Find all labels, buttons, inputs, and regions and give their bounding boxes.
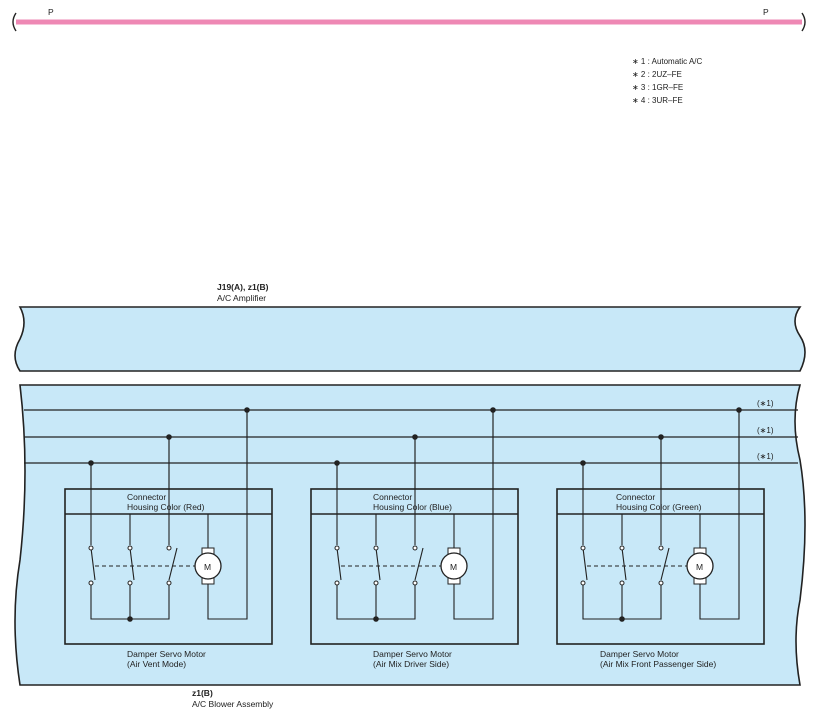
note-item: ∗ 4 : 3UR–FE [632,96,683,105]
switch-contact [373,545,379,551]
switch-contact [373,580,379,586]
servo-motor-air-vent: Connector Housing Color (Red) M Damper S… [64,407,273,669]
switch-contact [412,545,418,551]
motor-name-line2: (Air Mix Driver Side) [373,659,449,669]
switch-contact [580,545,586,551]
switch-contact [658,545,664,551]
housing-label-line2: Housing Color (Red) [127,502,205,512]
switch-icon [90,547,178,581]
switch-contact [127,580,133,586]
housing-label-line1: Connector [373,492,412,502]
housing-label-line2: Housing Color (Blue) [373,502,452,512]
power-line-left-cap [12,12,17,32]
motor-symbol: M [204,562,211,572]
motor-name-line1: Damper Servo Motor [373,649,452,659]
motor-icon [194,552,222,580]
switch-contact [166,580,172,586]
motor-icon [440,552,468,580]
switch-contact [166,545,172,551]
notes-legend: ∗ 1 : Automatic A/C ∗ 2 : 2UZ–FE ∗ 3 : 1… [632,57,703,105]
note-item: ∗ 1 : Automatic A/C [632,57,703,66]
motor-icon [686,552,714,580]
switch-contact [334,545,340,551]
power-line: P P [12,7,806,32]
junction-dot [373,616,379,622]
switch-contact [412,580,418,586]
note-item: ∗ 3 : 1GR–FE [632,83,683,92]
note-item: ∗ 2 : 2UZ–FE [632,70,682,79]
junction-dot [127,616,133,622]
power-line-label-left: P [48,7,54,17]
housing-label-line1: Connector [616,492,655,502]
bus-tag: (∗1) [757,452,774,461]
switch-contact [334,580,340,586]
switch-contact [88,545,94,551]
motor-symbol: M [450,562,457,572]
amplifier-connector-label: J19(A), z1(B) [217,282,269,292]
blower-name-label: A/C Blower Assembly [192,699,274,709]
switch-icon [336,547,424,581]
housing-label-line1: Connector [127,492,166,502]
switch-contact [127,545,133,551]
servo-motor-air-mix-passenger: Connector Housing Color (Green) M Damper… [556,407,765,669]
bus-tag: (∗1) [757,399,774,408]
switch-contact [658,580,664,586]
housing-label-line2: Housing Color (Green) [616,502,702,512]
switch-contact [88,580,94,586]
motor-name-line1: Damper Servo Motor [127,649,206,659]
bus-lines [24,409,798,464]
switch-contact [619,545,625,551]
switch-contact [619,580,625,586]
bus-tag: (∗1) [757,426,774,435]
motor-name-line1: Damper Servo Motor [600,649,679,659]
junction-dot [619,616,625,622]
switch-contact [580,580,586,586]
amplifier-name-label: A/C Amplifier [217,293,266,303]
motor-symbol: M [696,562,703,572]
servo-motor-air-mix-driver: Connector Housing Color (Blue) M Damper … [310,407,519,669]
power-line-label-right: P [763,7,769,17]
motor-name-line2: (Air Mix Front Passenger Side) [600,659,716,669]
switch-icon [582,547,670,581]
blower-connector-label: z1(B) [192,688,213,698]
power-line-right-cap [801,12,806,32]
amplifier-box [14,306,806,372]
motor-name-line2: (Air Vent Mode) [127,659,186,669]
